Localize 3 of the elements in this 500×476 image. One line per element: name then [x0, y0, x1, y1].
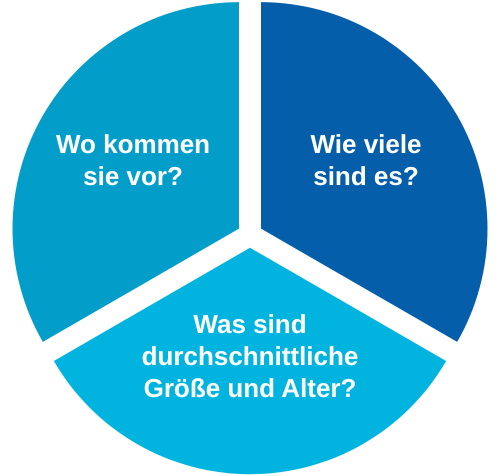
question-text: Wie viele sind es? — [309, 128, 423, 192]
question-text: Wo kommen sie vor? — [54, 128, 212, 192]
question-text: Was sind durchschnittliche Größe und Alter? — [140, 308, 360, 404]
